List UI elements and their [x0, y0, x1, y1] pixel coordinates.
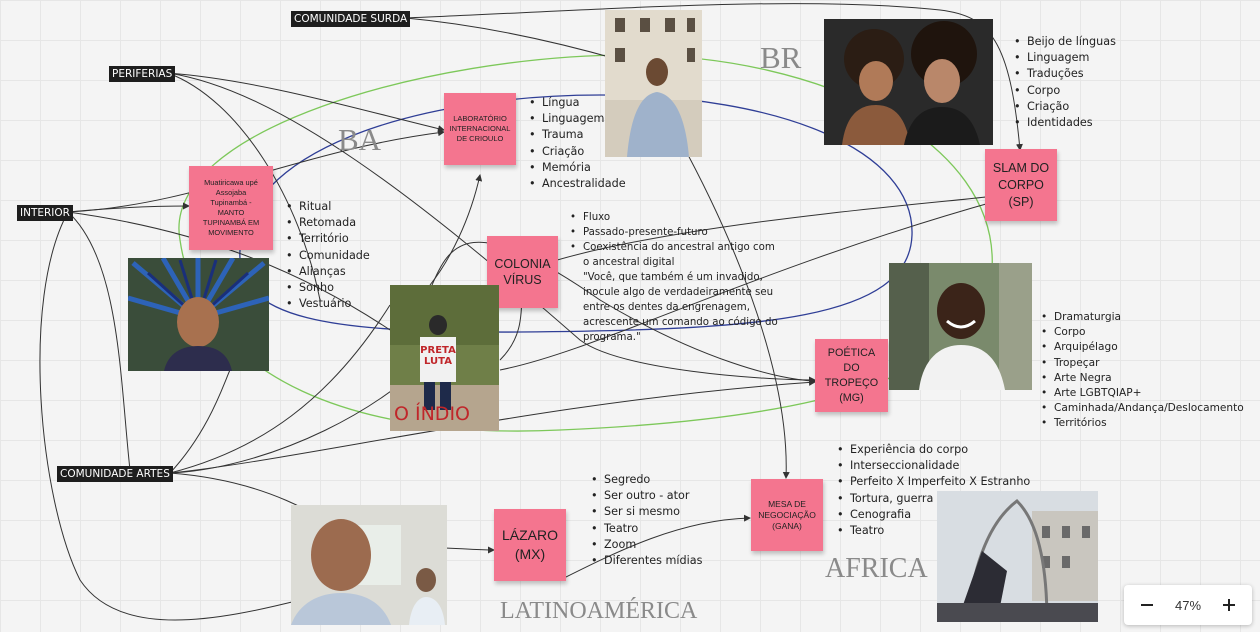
tag-interior[interactable]: INTERIOR — [17, 205, 73, 221]
photo-sculpture-street[interactable] — [937, 491, 1098, 622]
region-label-br[interactable]: BR — [760, 40, 802, 75]
region-label-latinoamerica[interactable]: LATINOAMÉRICA — [500, 598, 698, 624]
photo-smiling-man[interactable] — [889, 263, 1032, 390]
tag-periferias[interactable]: PERIFERIAS — [109, 66, 176, 82]
list-item: Interseccionalidade — [837, 458, 1030, 474]
sticky-laboratorio-crioulo[interactable]: LABORATÓRIO INTERNACIONAL DE CRIOULO — [444, 93, 516, 165]
list-item: Comunidade — [286, 248, 370, 264]
zoom-out-button[interactable] — [1134, 592, 1160, 618]
list-item: Sonho — [286, 280, 370, 296]
list-item: Linguagem — [529, 111, 626, 127]
list-item: Fluxo — [570, 210, 783, 225]
list-item: Perfeito X Imperfeito X Estranho — [837, 474, 1030, 490]
sticky-text: LABORATÓRIO INTERNACIONAL DE CRIOULO — [449, 114, 511, 143]
list-item: Criação — [529, 144, 626, 160]
colonia-quote[interactable]: "Você, que também é um invadido, inocule… — [583, 272, 778, 343]
sticky-slam-do-corpo[interactable]: SLAM DO CORPO (SP) — [985, 149, 1057, 221]
list-item: Arquipélago — [1041, 340, 1244, 355]
list-item: Teatro — [591, 521, 702, 537]
list-item: Trauma — [529, 127, 626, 143]
list-item: Dramaturgia — [1041, 310, 1244, 325]
photo-hospital-selfie[interactable] — [291, 505, 447, 625]
sticky-text: COLONIA VÍRUS — [494, 257, 551, 287]
list-item: Memória — [529, 160, 626, 176]
list-item: Corpo — [1014, 83, 1116, 99]
zoom-control: 47% — [1124, 585, 1252, 625]
list-item: Coexistência do ancestral antigo com o a… — [570, 240, 783, 270]
list-item: Território — [286, 231, 370, 247]
minus-icon — [1141, 604, 1153, 606]
list-item: Cenografia — [837, 507, 1030, 523]
sticky-lazaro[interactable]: LÁZARO (MX) — [494, 509, 566, 581]
list-item: Alianças — [286, 264, 370, 280]
zoom-in-button[interactable] — [1216, 592, 1242, 618]
list-item: Corpo — [1041, 325, 1244, 340]
list-item: Traduções — [1014, 66, 1116, 82]
list-item: Teatro — [837, 523, 1030, 539]
list-item: Língua — [529, 95, 626, 111]
list-item: Experiência do corpo — [837, 442, 1030, 458]
tag-comunidade-artes[interactable]: COMUNIDADE ARTES — [57, 466, 173, 482]
list-poetica-themes[interactable]: DramaturgiaCorpoArquipélagoTropeçarArte … — [1040, 310, 1244, 432]
zoom-level: 47% — [1174, 597, 1202, 613]
list-slam-themes[interactable]: Beijo de línguasLinguagemTraduçõesCorpoC… — [1013, 34, 1116, 131]
list-item: Ancestralidade — [529, 176, 626, 192]
list-muatiricawa-themes[interactable]: RitualRetomadaTerritórioComunidadeAlianç… — [285, 199, 370, 313]
list-item: Retomada — [286, 215, 370, 231]
list-item: Linguagem — [1014, 50, 1116, 66]
list-item: Diferentes mídias — [591, 553, 702, 569]
list-item: Arte LGBTQIAP+ — [1041, 386, 1244, 401]
list-item: Caminhada/Andança/Deslocamento — [1041, 401, 1244, 416]
sticky-text: LÁZARO (MX) — [501, 527, 558, 562]
list-item: Territórios — [1041, 416, 1244, 431]
list-item: Tortura, guerra — [837, 491, 1030, 507]
list-item: Segredo — [591, 472, 702, 488]
protest-wall-text: O ÍNDIO — [394, 402, 470, 425]
list-laboratorio-themes[interactable]: LínguaLinguagemTraumaCriaçãoMemóriaAnces… — [528, 95, 626, 192]
sticky-muatiricawa[interactable]: Muatiricawa upé Assojaba Tupinambá - MAN… — [189, 166, 273, 250]
photo-couple[interactable] — [824, 19, 993, 145]
list-item: Tropeçar — [1041, 356, 1244, 371]
list-lazaro-themes[interactable]: SegredoSer outro - atorSer si mesmoTeatr… — [590, 472, 702, 569]
list-item: Arte Negra — [1041, 371, 1244, 386]
photo-man-building[interactable] — [605, 10, 702, 157]
region-label-ba[interactable]: BA — [338, 122, 382, 157]
sticky-text: MESA DE NEGOCIAÇÃO (GANA) — [758, 498, 816, 531]
list-item: Zoom — [591, 537, 702, 553]
list-item: Identidades — [1014, 115, 1116, 131]
sticky-poetica-do-tropeco[interactable]: POÉTICA DO TROPEÇO (MG) — [815, 339, 888, 412]
list-item: Beijo de línguas — [1014, 34, 1116, 50]
list-item: Passado-presente-futuro — [570, 225, 783, 240]
photo-feather-headdress[interactable] — [128, 258, 269, 371]
list-colonia-themes[interactable]: FluxoPassado-presente-futuroCoexistência… — [569, 210, 783, 270]
plus-icon — [1223, 599, 1235, 611]
list-item: Ser outro - ator — [591, 488, 702, 504]
sticky-text: Muatiricawa upé Assojaba Tupinambá - MAN… — [202, 178, 260, 237]
sticky-mesa-de-negociacao[interactable]: MESA DE NEGOCIAÇÃO (GANA) — [751, 479, 823, 551]
tag-comunidade-surda[interactable]: COMUNIDADE SURDA — [291, 11, 411, 27]
list-item: Ritual — [286, 199, 370, 215]
list-item: Vestuário — [286, 296, 370, 312]
region-label-africa[interactable]: AFRICA — [825, 553, 928, 584]
list-item: Ser si mesmo — [591, 504, 702, 520]
list-item: Criação — [1014, 99, 1116, 115]
sticky-text: POÉTICA DO TROPEÇO (MG) — [824, 346, 879, 404]
list-mesa-themes[interactable]: Experiência do corpoInterseccionalidadeP… — [836, 442, 1030, 539]
sticky-text: SLAM DO CORPO (SP) — [992, 160, 1050, 209]
